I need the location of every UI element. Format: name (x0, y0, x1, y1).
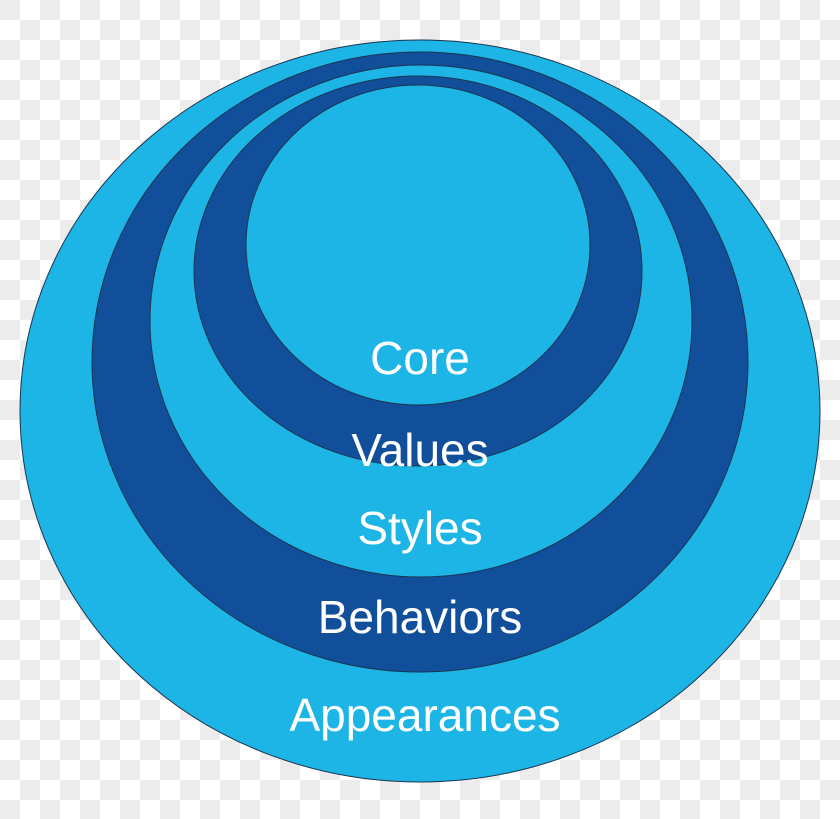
label-appearances: Appearances (289, 689, 560, 741)
label-styles: Styles (357, 502, 482, 554)
layer-core (245, 84, 591, 406)
label-values: Values (351, 424, 488, 476)
label-behaviors: Behaviors (318, 591, 523, 643)
label-core: Core (370, 332, 470, 384)
